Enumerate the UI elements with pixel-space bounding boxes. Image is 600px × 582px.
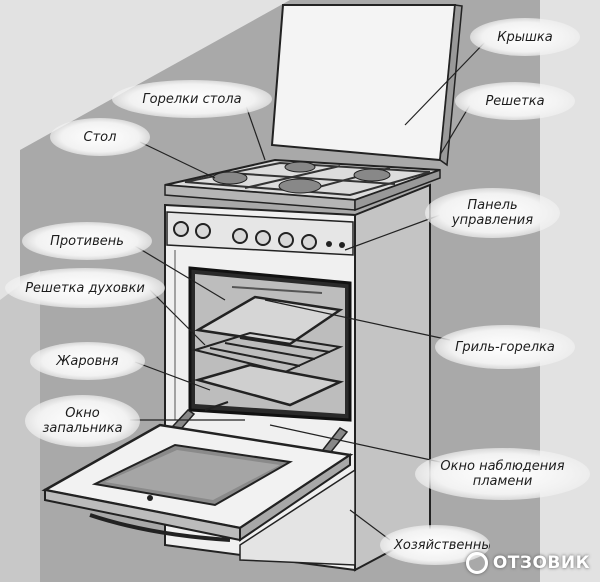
- lid: [270, 4, 463, 167]
- label-grill-burner: Гриль-горелка: [435, 325, 575, 369]
- label-oven-rack: Решетка духовки: [5, 268, 165, 308]
- storage-drawer: [239, 468, 356, 566]
- label-table: Стол: [50, 118, 150, 156]
- oven-cavity: [188, 266, 352, 422]
- label-flame-window: Окно наблюдения пламени: [415, 448, 590, 500]
- label-grate: Решетка: [455, 82, 575, 120]
- leader-lines: [124, 39, 488, 541]
- watermark: ОТЗОВИК: [465, 552, 590, 574]
- label-lid: Крышка: [470, 18, 580, 56]
- door-handle: [89, 513, 231, 542]
- label-ignition-window: Окно запальника: [25, 395, 140, 447]
- watermark-logo-icon: [465, 552, 488, 574]
- oven-rack-drawing: [191, 331, 344, 374]
- label-baking-tray: Противень: [22, 222, 152, 260]
- cooktop: [164, 158, 441, 212]
- label-table-burners: Горелки стола: [112, 80, 272, 118]
- label-control-panel: Панель управления: [425, 188, 560, 238]
- control-panel-area: [166, 211, 354, 256]
- watermark-text: ОТЗОВИК: [492, 553, 590, 573]
- label-drawer: Хозяйственный ящик: [380, 525, 490, 565]
- label-roasting-pan: Жаровня: [30, 342, 145, 380]
- oven-door: [41, 423, 354, 542]
